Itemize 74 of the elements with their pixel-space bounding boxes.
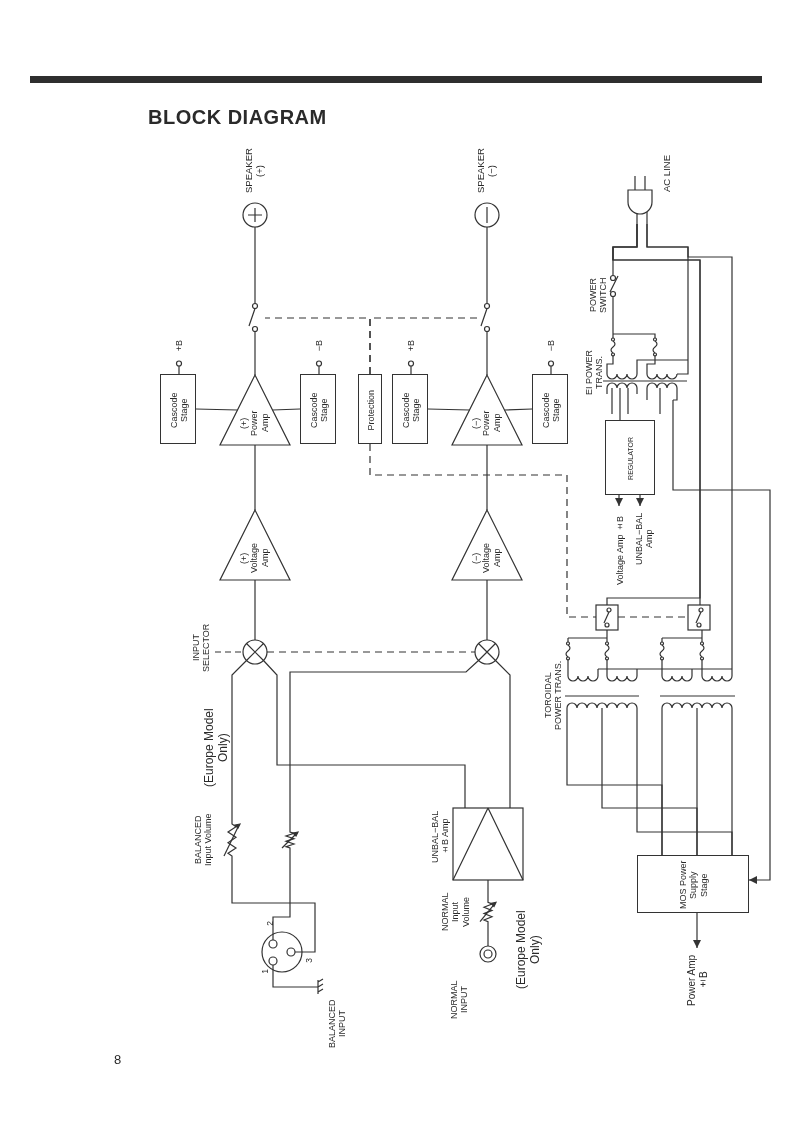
wire-line <box>427 408 471 411</box>
wire-line <box>486 444 488 511</box>
block-label: Cascode Stage <box>400 391 422 430</box>
block-label: TOROIDAL POWER TRANS. <box>542 660 564 730</box>
block-label: BALANCED INPUT <box>326 998 348 1050</box>
regulator-box <box>605 420 655 495</box>
supply-label: +B <box>405 340 417 352</box>
wire-line <box>486 579 488 641</box>
wire-line <box>487 879 489 889</box>
wire-line <box>487 935 489 947</box>
wire-line <box>606 629 608 637</box>
block-label: (+) Voltage Amp <box>239 542 271 575</box>
wire-line <box>262 659 466 809</box>
supply-label: +B <box>173 340 185 352</box>
note-text: (Europe Model Only) <box>203 707 231 789</box>
wire-line <box>231 879 316 953</box>
control-link-line <box>369 443 597 618</box>
block-label: NORMAL Input Volume <box>440 891 472 934</box>
wire-line <box>254 226 256 303</box>
supply-label: −B <box>313 340 325 352</box>
wire-line <box>271 408 301 411</box>
block-label: (+) Power Amp <box>239 409 271 438</box>
wire-line <box>254 579 256 641</box>
pin-number: 3 <box>305 957 315 963</box>
wire-line <box>195 408 239 411</box>
block-label: UNBAL−BAL ±B Amp <box>429 809 451 865</box>
wire-line <box>254 333 256 376</box>
output-label: Voltage Amp ±B <box>614 516 626 586</box>
block-label: POWER SWITCH <box>587 276 609 315</box>
block-label: NORMAL INPUT <box>448 979 470 1022</box>
power-supply-box <box>637 855 749 913</box>
block-label: Cascode Stage <box>308 391 330 430</box>
arrow <box>614 494 624 507</box>
terminal-label: SPEAKER (−) <box>476 147 498 196</box>
protection-box <box>358 374 382 444</box>
wire-line <box>254 444 256 511</box>
diagram-title: BLOCK DIAGRAM <box>148 106 327 129</box>
arrow <box>635 494 645 507</box>
control-link-line <box>266 651 476 653</box>
block-label: Protection <box>365 389 377 431</box>
wire-line <box>731 739 733 856</box>
supply-label: −B <box>545 340 557 352</box>
note-text: (Europe Model Only) <box>515 909 543 992</box>
wire-line <box>486 226 488 303</box>
pin-number: 2 <box>266 920 276 926</box>
wire-line <box>494 659 511 809</box>
output-label: Power Amp ±B <box>685 954 709 1006</box>
block-label: AC LINE <box>662 154 673 192</box>
block-label: MOS Power Supply Stage <box>678 860 710 910</box>
wire-line <box>231 659 248 801</box>
block-label: Cascode Stage <box>540 391 562 430</box>
block-label: INPUT SELECTOR <box>190 623 212 673</box>
wire-line <box>619 413 621 421</box>
block-label: (−) Power Amp <box>471 409 503 438</box>
wire-line <box>661 739 663 856</box>
wire-line <box>272 859 291 935</box>
block-label: BALANCED Input Volume <box>192 813 214 867</box>
wire-line <box>646 223 689 331</box>
wire-line <box>612 319 614 331</box>
block-label: EI POWER TRANS. <box>583 348 605 397</box>
wire-line <box>289 659 480 821</box>
block-label: (−) Voltage Amp <box>471 542 503 575</box>
block-label: Cascode Stage <box>168 391 190 430</box>
wire-line <box>486 333 488 376</box>
output-label: UNBAL−BAL Amp <box>633 510 655 566</box>
wire-line <box>696 739 698 856</box>
page-number: 8 <box>114 1052 122 1067</box>
terminal-label: SPEAKER (+) <box>244 147 266 196</box>
arrow <box>692 912 702 949</box>
wire-line <box>503 408 533 411</box>
wire-line <box>701 629 703 637</box>
arrow <box>672 413 771 885</box>
control-link-line <box>369 317 478 375</box>
pin-number: 1 <box>261 968 271 974</box>
